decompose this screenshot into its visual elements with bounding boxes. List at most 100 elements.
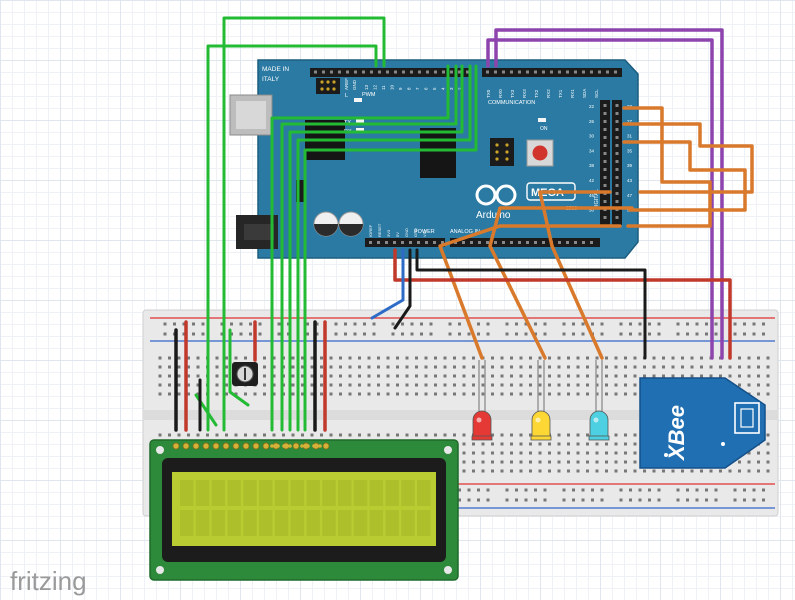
breadboard-hole (329, 383, 333, 387)
comm-pin-label: SCL (594, 89, 599, 98)
power-rail-hole (458, 322, 461, 326)
wire-green-4 (280, 64, 458, 432)
breadboard-hole (225, 374, 228, 378)
power-rail-hole (429, 332, 433, 336)
header-pin (615, 144, 619, 147)
header-pin (603, 136, 607, 139)
header-pin (603, 104, 607, 107)
breadboard-hole (690, 356, 694, 360)
breadboard-hole (586, 460, 589, 464)
breadboard-hole (320, 433, 323, 437)
breadboard-hole (225, 356, 228, 360)
lcd-cell (195, 480, 210, 506)
breadboard-hole (320, 383, 323, 387)
breadboard-hole (462, 433, 466, 437)
arduino-brand-label: Arduino (476, 210, 511, 221)
breadboard-hole (652, 469, 656, 473)
breadboard-hole (491, 356, 494, 360)
breadboard-hole (548, 356, 551, 360)
breadboard-hole (700, 374, 703, 378)
power-rail-hole (467, 488, 471, 492)
breadboard-hole (434, 383, 437, 387)
comm-pin-label: TX0 (486, 89, 491, 98)
breadboard-hole (738, 365, 741, 369)
breadboard-hole (339, 365, 342, 369)
breadboard-hole (272, 383, 276, 387)
lcd-cell (180, 510, 194, 536)
breadboard-hole (614, 392, 618, 396)
breadboard-hole (462, 374, 466, 378)
header-pin (603, 200, 607, 203)
breadboard-hole (405, 433, 409, 437)
breadboard-hole (177, 383, 181, 387)
breadboard-hole (605, 356, 608, 360)
pwm-pin-label: 12 (373, 84, 378, 90)
breadboard-hole (548, 451, 551, 455)
breadboard-hole (263, 374, 266, 378)
breadboard-hole (529, 365, 532, 369)
lcd-pin (172, 442, 180, 450)
breadboard-hole (500, 460, 504, 464)
breadboard-hole (491, 469, 494, 473)
power-pin-label: 3V3 (386, 229, 391, 237)
wire-orange-loop-3 (622, 140, 747, 212)
power-pin-label: GND (413, 228, 418, 237)
breadboard-hole (510, 383, 513, 387)
power-rail-hole (562, 488, 566, 492)
breadboard-hole (681, 356, 684, 360)
pwm-pin-label: 13 (364, 84, 369, 90)
breadboard-hole (633, 433, 637, 437)
potentiometer[interactable] (232, 362, 258, 386)
reset-button[interactable] (532, 145, 548, 161)
lcd-cell (290, 510, 305, 536)
breadboard-hole (310, 383, 314, 387)
breadboard-hole (747, 383, 751, 387)
breadboard-hole (690, 469, 694, 473)
led-l-label: L (345, 93, 348, 99)
breadboard-hole (576, 433, 580, 437)
breadboard-hole (538, 365, 542, 369)
breadboard-hole (586, 383, 589, 387)
power-rail-hole (581, 488, 585, 492)
breadboard-hole (310, 356, 314, 360)
breadboard-hole (567, 383, 570, 387)
power-rail-hole (315, 332, 319, 336)
breadboard-hole (158, 356, 162, 360)
digital-pin-label: 26 (589, 119, 595, 124)
lcd-pin (252, 442, 260, 450)
breadboard-hole (700, 469, 703, 473)
lcd-cell (211, 510, 226, 536)
breadboard-hole (443, 356, 447, 360)
breadboard-hole (225, 392, 228, 396)
breadboard-hole (196, 365, 200, 369)
power-rail-hole (648, 488, 651, 492)
breadboard-hole (472, 356, 475, 360)
breadboard-hole (624, 469, 627, 473)
power-rail-hole (619, 322, 623, 326)
breadboard-hole (310, 433, 314, 437)
wires (174, 16, 754, 432)
lcd-cell (243, 510, 257, 536)
power-rail-hole (306, 322, 309, 326)
header-pin (385, 241, 388, 244)
power-rail-hole (657, 332, 661, 336)
digital-pin-label: 22 (589, 104, 595, 109)
breadboard-hole (510, 451, 513, 455)
breadboard-hole (757, 356, 760, 360)
power-rail-hole (676, 332, 680, 336)
breadboard-hole (595, 374, 599, 378)
red-led (471, 360, 493, 441)
breadboard-hole (348, 383, 352, 387)
breadboard-hole (453, 383, 456, 387)
header-pin (603, 112, 607, 115)
breadboard-hole (586, 365, 589, 369)
comm-pin-label: RX3 (522, 89, 527, 98)
pwm-pin-label: 10 (390, 84, 395, 90)
power-rail-hole (752, 488, 756, 492)
breadboard-hole (396, 374, 399, 378)
breadboard-hole (481, 451, 485, 455)
power-rail-hole (363, 332, 366, 336)
breadboard-hole (548, 383, 551, 387)
lcd-cell (338, 510, 352, 536)
power-rail-hole (629, 332, 632, 336)
